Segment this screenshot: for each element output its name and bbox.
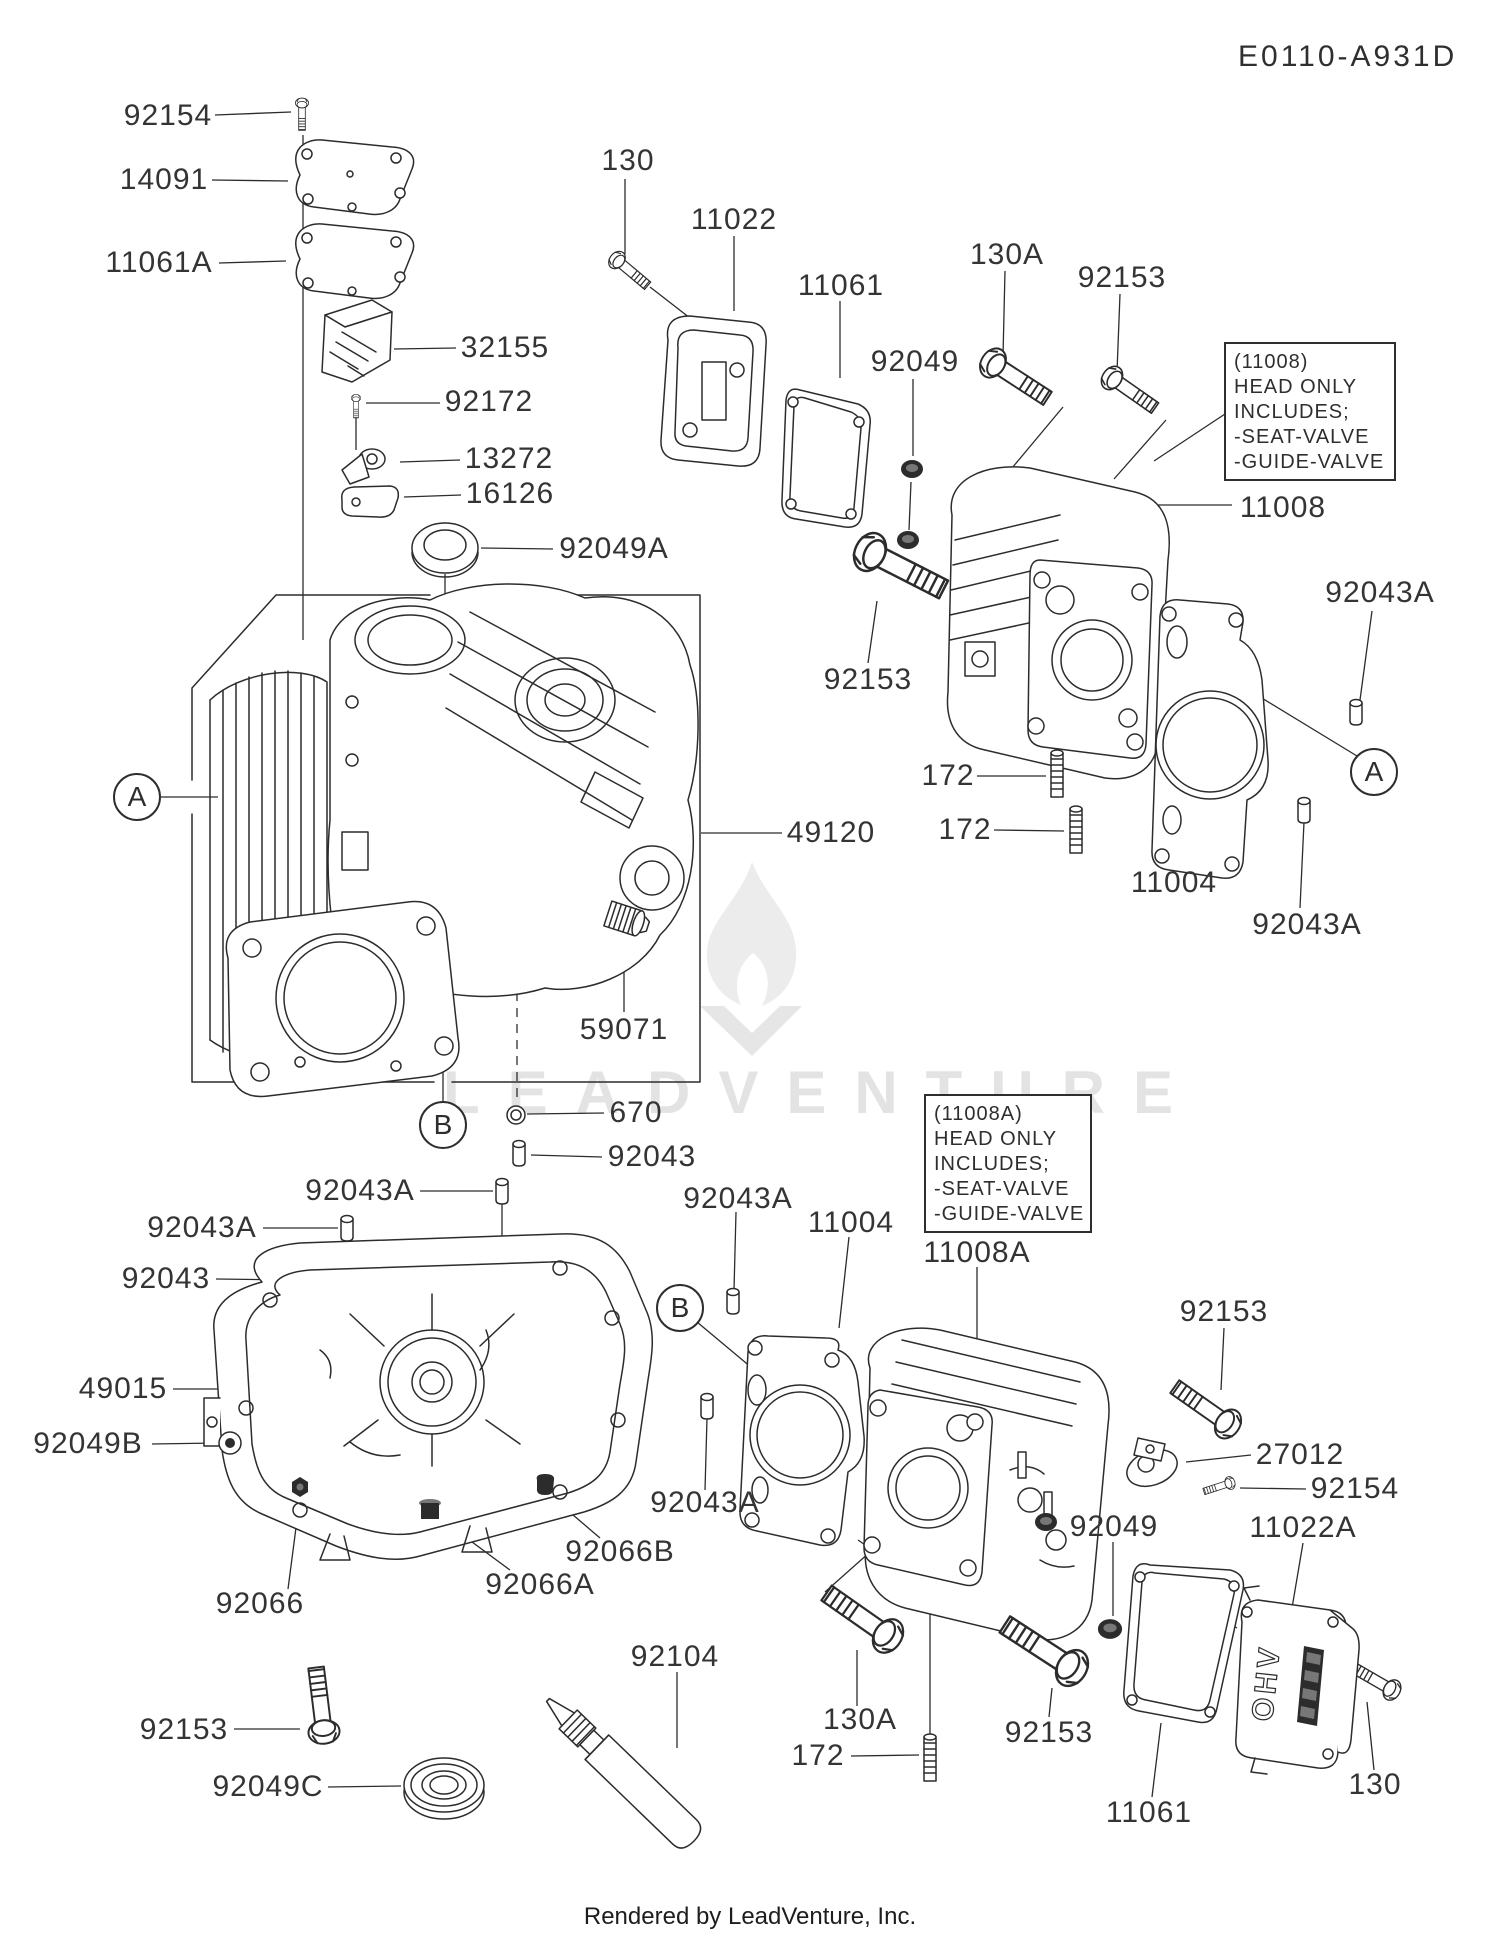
part-number-label: 92043A bbox=[1252, 908, 1362, 941]
note-box-11008A: (11008A) HEAD ONLY INCLUDES; -SEAT-VALVE… bbox=[924, 1094, 1092, 1233]
part-number-label: 92049 bbox=[1069, 1510, 1159, 1543]
part-number-label: 92043 bbox=[607, 1140, 697, 1173]
note-line: INCLUDES; bbox=[1234, 401, 1350, 423]
reference-circle-a: A bbox=[1350, 748, 1398, 796]
part-number-label: 32155 bbox=[460, 331, 550, 364]
part-number-label: 130 bbox=[1348, 1768, 1402, 1801]
part-number-label: 59071 bbox=[579, 1013, 669, 1046]
part-number-label: 92043A bbox=[305, 1174, 415, 1207]
part-number-label: 92043A bbox=[650, 1486, 760, 1519]
part-number-label: 92153 bbox=[1004, 1716, 1094, 1749]
part-cylinder-head-11008A: OHV bbox=[815, 1327, 1406, 1782]
part-number-label: 11061A bbox=[105, 246, 213, 279]
part-head-gasket-11004-lower bbox=[700, 1287, 865, 1547]
part-oil-seal-92049A bbox=[411, 522, 479, 578]
part-number-label: 92153 bbox=[1077, 261, 1167, 294]
note-line: -SEAT-VALVE bbox=[934, 1178, 1070, 1200]
part-number-label: 16126 bbox=[465, 477, 555, 510]
part-valve-cover-11022A: OHV bbox=[1235, 1585, 1360, 1775]
footer-credit: Rendered by LeadVenture, Inc. bbox=[583, 1903, 917, 1930]
note-line: -GUIDE-VALVE bbox=[1234, 451, 1385, 473]
section-box-49120 bbox=[191, 594, 701, 1083]
part-number-label: 92153 bbox=[139, 1713, 229, 1746]
part-cylinder-head-11008 bbox=[846, 342, 1363, 879]
part-number-label: 92049A bbox=[559, 532, 669, 565]
part-number-label: 49015 bbox=[78, 1372, 168, 1405]
reference-circle-b: B bbox=[656, 1284, 704, 1332]
part-number-label: 92154 bbox=[123, 99, 213, 132]
part-number-label: 130A bbox=[822, 1703, 898, 1736]
drawing-number: E0110-A931D bbox=[1238, 40, 1458, 73]
part-number-label: 11061 bbox=[1105, 1796, 1193, 1829]
part-number-label: 92172 bbox=[444, 385, 534, 418]
part-number-label: 11008 bbox=[1239, 491, 1327, 524]
part-number-label: 11008A bbox=[923, 1236, 1031, 1269]
note-line: INCLUDES; bbox=[934, 1153, 1050, 1175]
note-line: (11008A) bbox=[934, 1103, 1023, 1125]
part-number-label: 11004 bbox=[1130, 866, 1218, 899]
reference-circle-a: A bbox=[113, 773, 161, 821]
part-number-label: 92049B bbox=[33, 1427, 143, 1460]
part-number-label: 11022 bbox=[690, 203, 778, 236]
part-number-label: 11061 bbox=[797, 269, 885, 302]
part-valve-cover-11022 bbox=[604, 247, 871, 528]
part-number-label: 172 bbox=[791, 1739, 845, 1772]
note-line: -SEAT-VALVE bbox=[1234, 426, 1370, 448]
part-number-label: 172 bbox=[921, 759, 975, 792]
part-number-label: 92104 bbox=[630, 1640, 720, 1673]
note-line: HEAD ONLY bbox=[934, 1128, 1058, 1150]
reference-circle-b: B bbox=[419, 1101, 467, 1149]
part-number-label: 130A bbox=[969, 238, 1045, 271]
part-number-label: 27012 bbox=[1255, 1438, 1345, 1471]
part-crankcase-49120 bbox=[209, 583, 699, 1167]
part-number-label: 92043 bbox=[121, 1262, 211, 1295]
note-line: -GUIDE-VALVE bbox=[934, 1203, 1085, 1225]
part-number-label: 92066A bbox=[485, 1568, 595, 1601]
part-number-label: 92043A bbox=[1325, 576, 1435, 609]
part-number-label: 11022A bbox=[1249, 1511, 1357, 1544]
part-number-label: 92043A bbox=[147, 1211, 257, 1244]
part-bottom-left-hardware bbox=[299, 1664, 702, 1849]
note-line: HEAD ONLY bbox=[1234, 376, 1358, 398]
note-line: (11008) bbox=[1234, 351, 1309, 373]
note-box-11008: (11008) HEAD ONLY INCLUDES; -SEAT-VALVE … bbox=[1224, 342, 1396, 481]
part-number-label: 130 bbox=[601, 144, 655, 177]
part-number-label: 92154 bbox=[1310, 1472, 1400, 1505]
part-breather-cover-group bbox=[294, 97, 415, 518]
part-number-label: 49120 bbox=[786, 816, 876, 849]
flame-v-icon bbox=[700, 862, 802, 1056]
part-number-label: 14091 bbox=[119, 163, 209, 196]
part-number-label: 92153 bbox=[823, 663, 913, 696]
part-number-label: 92066B bbox=[565, 1535, 675, 1568]
part-caulk-tube-92104 bbox=[545, 1697, 702, 1849]
part-number-label: 13272 bbox=[464, 442, 554, 475]
part-number-label: 11004 bbox=[807, 1206, 895, 1239]
part-number-label: 172 bbox=[938, 813, 992, 846]
part-number-label: 92043A bbox=[683, 1182, 793, 1215]
part-number-label: 670 bbox=[609, 1096, 663, 1129]
part-crankcase-49015 bbox=[203, 1177, 654, 1561]
part-number-label: 92153 bbox=[1179, 1295, 1269, 1328]
part-number-label: 92049 bbox=[870, 345, 960, 378]
part-number-label: 92066 bbox=[215, 1587, 305, 1620]
part-number-label: 92049C bbox=[212, 1770, 324, 1803]
